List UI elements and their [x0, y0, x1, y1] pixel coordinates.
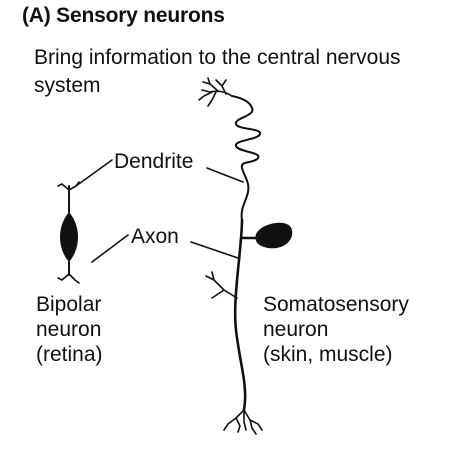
somatosensory-cell-body [255, 222, 293, 249]
side-branch [205, 271, 238, 299]
bipolar-label-line-2: neuron [36, 318, 102, 341]
bipolar-cell-body [60, 212, 78, 262]
peripheral-axon-coil [231, 95, 261, 221]
panel-subtitle: Bring information to the central nervous… [34, 46, 401, 97]
somatosensory-neuron [198, 77, 293, 435]
somatosensory-neuron-label: Somatosensory neuron (skin, muscle) [263, 292, 463, 367]
panel-title: (A) Sensory neurons [22, 4, 225, 27]
bipolar-dendrite-tips [57, 181, 80, 191]
bipolar-label-line-3: (retina) [36, 343, 103, 366]
dendrite-leader-left [75, 159, 113, 187]
sensory-ending-bottom [223, 409, 263, 435]
leader-lines [75, 159, 244, 263]
sensory-ending-top [198, 77, 233, 107]
bipolar-axon-terminals [57, 273, 80, 284]
somatosensory-label-line-1: Somatosensory [263, 293, 409, 316]
axon-leader-left [91, 234, 129, 263]
dendrite-leader-right [206, 167, 244, 183]
axon-leader-right [190, 241, 239, 259]
central-axon [233, 218, 247, 412]
bipolar-neuron [57, 181, 80, 284]
bipolar-label-line-1: Bipolar [36, 293, 102, 316]
somatosensory-label-line-2: neuron [263, 318, 329, 341]
bipolar-neuron-label: Bipolar neuron (retina) [36, 292, 176, 367]
somatosensory-label-line-3: (skin, muscle) [263, 343, 393, 366]
axon-label: Axon [131, 225, 179, 248]
dendrite-label: Dendrite [114, 150, 194, 173]
